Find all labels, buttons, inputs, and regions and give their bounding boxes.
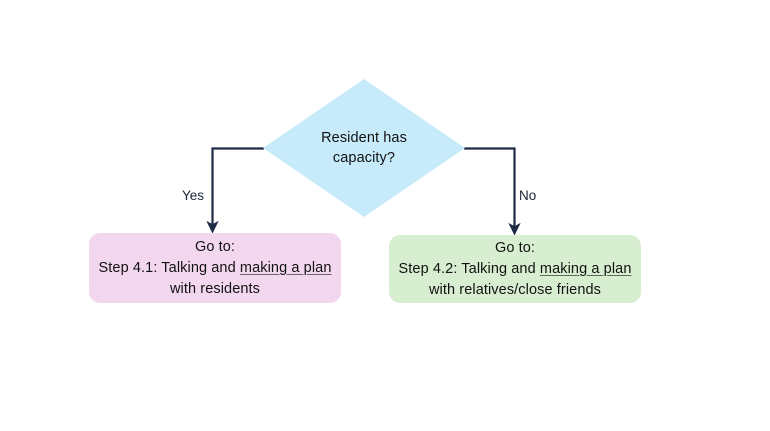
branch-label-no: No xyxy=(519,188,537,203)
process-node-step-4-2[interactable]: Go to: Step 4.2: Talking and making a pl… xyxy=(389,235,641,303)
connector-no xyxy=(463,147,521,236)
decision-text-line2: capacity? xyxy=(332,150,396,166)
decision-text-line1: Resident has xyxy=(321,130,407,146)
step-4-2-line2-spellcheck: making a plan xyxy=(539,260,632,277)
step-4-1-line3: with residents xyxy=(169,280,261,297)
decision-label: Resident has capacity? xyxy=(263,79,465,217)
step-4-2-line1: Go to: xyxy=(494,239,536,256)
connector-yes xyxy=(206,147,265,234)
step-4-2-line2-prefix: Step 4.2: Talking and xyxy=(398,260,540,277)
branch-label-yes: Yes xyxy=(182,188,205,203)
step-4-1-line1: Go to: xyxy=(194,238,236,255)
decision-node[interactable]: Resident has capacity? xyxy=(263,79,465,217)
step-4-2-line3: with relatives/close friends xyxy=(428,281,602,298)
step-4-2-line2: Step 4.2: Talking and making a plan xyxy=(399,259,632,280)
step-4-1-line2-spellcheck: making a plan xyxy=(239,259,332,276)
diamond-icon xyxy=(263,79,465,217)
step-4-1-line2: Step 4.1: Talking and making a plan xyxy=(99,258,332,279)
process-node-step-4-1[interactable]: Go to: Step 4.1: Talking and making a pl… xyxy=(89,233,341,303)
step-4-1-line2-prefix: Step 4.1: Talking and xyxy=(98,259,240,276)
